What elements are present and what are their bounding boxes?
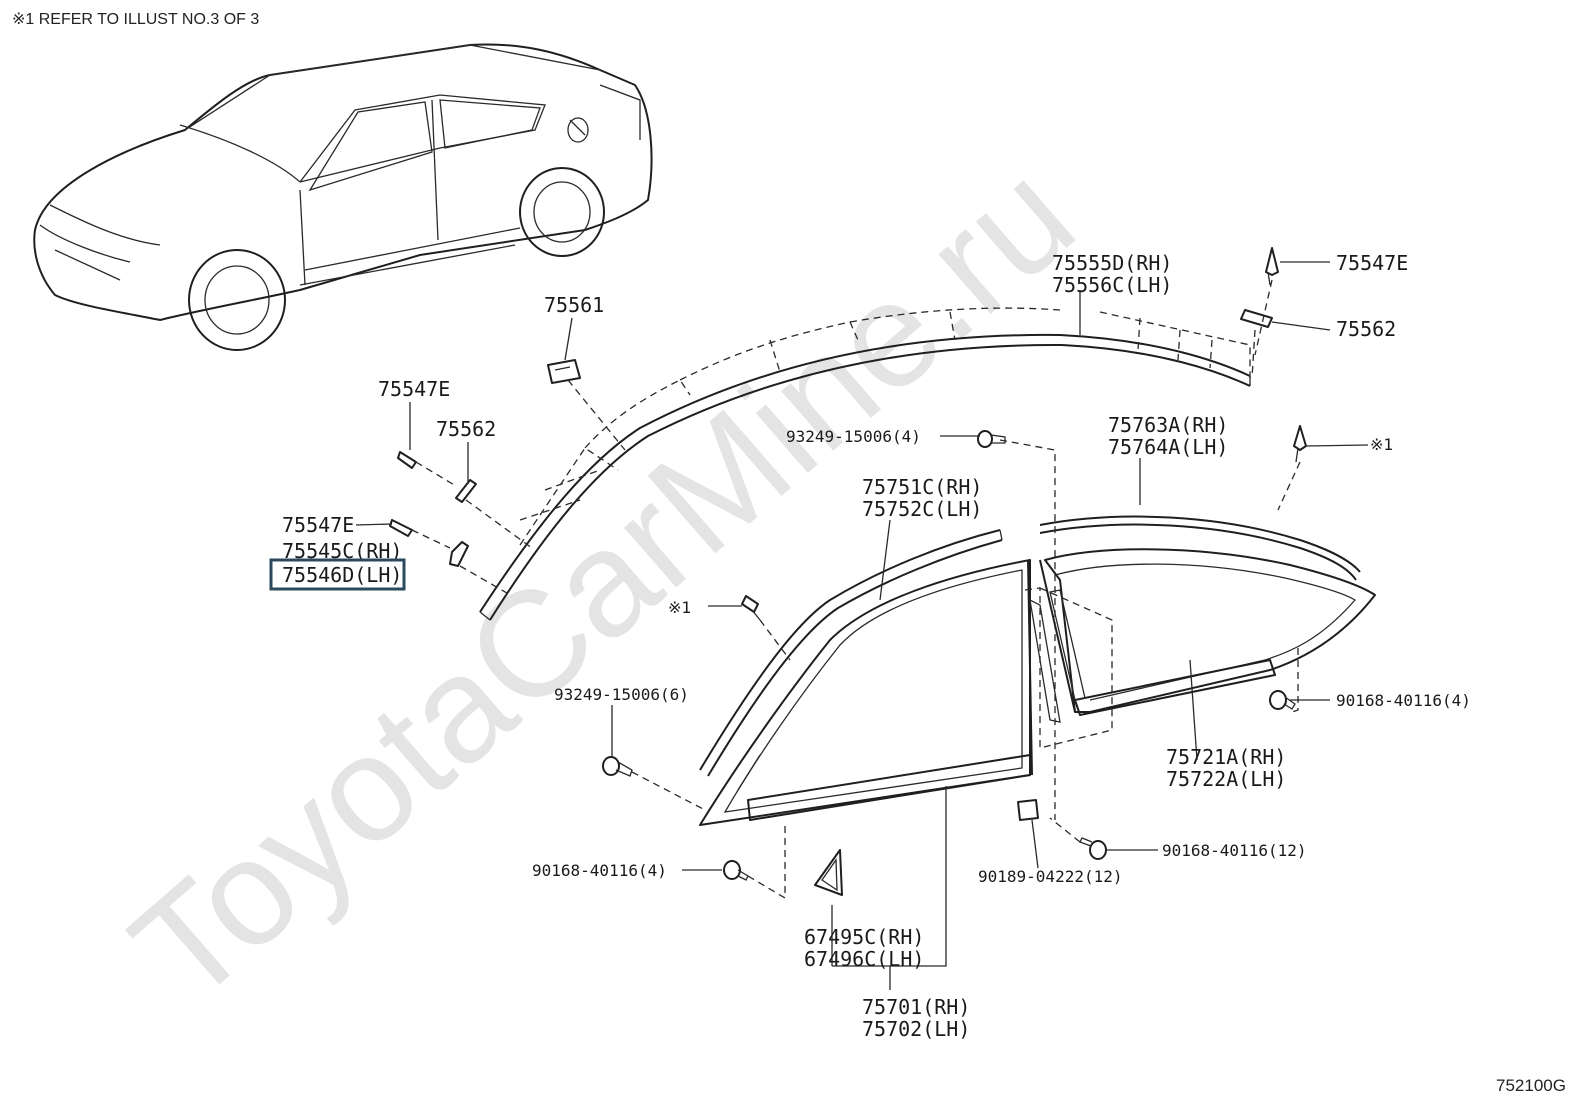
roof-drip-molding xyxy=(479,307,1251,621)
label-ref1-right: ※1 xyxy=(1370,435,1393,454)
attachment-dashed-lines xyxy=(411,279,1301,900)
front-door-frame xyxy=(699,559,1033,826)
highlight-box xyxy=(269,558,406,591)
label-75763A-rh: 75763A(RH) xyxy=(1108,413,1228,437)
screw-90168-40116-left xyxy=(723,860,749,881)
clip-90189-04222 xyxy=(1017,799,1039,821)
label-75701-rh: 75701(RH) xyxy=(862,995,970,1019)
rear-door-frame xyxy=(1039,548,1376,716)
car-overview-illustration xyxy=(33,43,653,351)
label-90189-04222-12: 90189-04222(12) xyxy=(978,867,1123,886)
illustration-reference-note: ※1 REFER TO ILLUST NO.3 OF 3 xyxy=(12,11,259,28)
label-75721A-rh: 75721A(RH) xyxy=(1166,745,1286,769)
corner-piece-67495C xyxy=(814,849,843,896)
label-93249-15006-6: 93249-15006(6) xyxy=(554,685,689,704)
center-pillar-dashed-outline xyxy=(1024,586,1113,749)
label-75722A-lh: 75722A(LH) xyxy=(1166,767,1286,791)
bolt-93249-15006-left xyxy=(602,756,633,777)
label-75547E-left-2: 75547E xyxy=(282,513,354,537)
clip-ref1-left xyxy=(741,595,761,621)
label-75556C-lh: 75556C(LH) xyxy=(1052,273,1172,297)
clip-75547E-top xyxy=(1265,247,1279,286)
label-90168-40116-4-left: 90168-40116(4) xyxy=(532,861,667,880)
end-piece-75562-top xyxy=(1240,309,1273,328)
watermark: ToyotaCarMine.ru xyxy=(101,131,1105,1034)
roof-clip-75561 xyxy=(547,359,581,384)
label-67495C-rh: 67495C(RH) xyxy=(804,925,924,949)
label-75546D-lh: 75546D(LH) xyxy=(282,563,402,587)
clip-75547E-left-2 xyxy=(389,519,413,537)
label-75562-top: 75562 xyxy=(1336,317,1396,341)
leader-lines xyxy=(355,261,1369,990)
label-75702-lh: 75702(LH) xyxy=(862,1017,970,1041)
label-75547E-top: 75547E xyxy=(1336,251,1408,275)
bolt-93249-15006-top xyxy=(977,430,1006,448)
clip-ref1-right xyxy=(1293,425,1307,463)
front-door-upper-molding xyxy=(699,529,1003,777)
clip-75547E-left xyxy=(397,451,417,469)
label-75547E-left: 75547E xyxy=(378,377,450,401)
label-75555D-rh: 75555D(RH) xyxy=(1052,251,1172,275)
label-75752C-lh: 75752C(LH) xyxy=(862,497,982,521)
screw-90168-40116-center xyxy=(1079,837,1107,860)
end-piece-75562-left xyxy=(455,479,477,503)
label-ref1-left: ※1 xyxy=(668,598,691,617)
label-75562-left: 75562 xyxy=(436,417,496,441)
rear-door-upper-molding xyxy=(1039,515,1361,581)
label-93249-15006-4: 93249-15006(4) xyxy=(786,427,921,446)
label-75561: 75561 xyxy=(544,293,604,317)
label-75751C-rh: 75751C(RH) xyxy=(862,475,982,499)
end-cap-75546D xyxy=(449,541,469,567)
label-67496C-lh: 67496C(LH) xyxy=(804,947,924,971)
label-90168-40116-12: 90168-40116(12) xyxy=(1162,841,1307,860)
label-90168-40116-4-right: 90168-40116(4) xyxy=(1336,691,1471,710)
figure-code: 752100G xyxy=(1496,1076,1566,1095)
label-75764A-lh: 75764A(LH) xyxy=(1108,435,1228,459)
